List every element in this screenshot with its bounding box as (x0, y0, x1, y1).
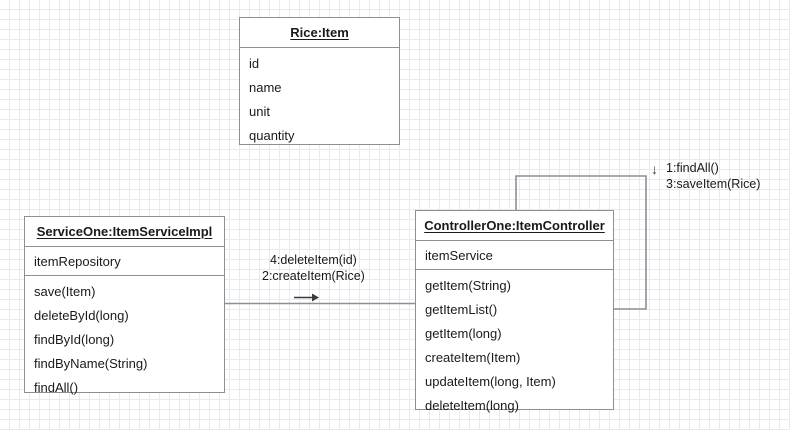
attribute-row: itemService (425, 247, 493, 263)
attribute-compartment-rice: id name unit quantity (240, 48, 399, 147)
class-box-controller-one[interactable]: ControllerOne:ItemController itemService… (415, 210, 614, 413)
operation-row: findById(long) (34, 331, 115, 347)
operation-row: createItem(Item) (425, 349, 521, 365)
operation-row: findAll() (34, 379, 79, 395)
attribute-row: unit (249, 103, 270, 119)
attribute-compartment-service: itemRepository (25, 247, 224, 276)
class-box-rice-item[interactable]: Rice:Item id name unit quantity (239, 17, 400, 145)
attribute-row: id (249, 55, 260, 71)
operation-row: deleteItem(long) (425, 397, 519, 413)
message-label-controller-self-loop: 1:findAll() 3:saveItem(Rice) (666, 160, 760, 192)
message-label-line: 2:createItem(Rice) (262, 269, 365, 283)
message-label-service-to-controller: 4:deleteItem(id) 2:createItem(Rice) (262, 252, 365, 284)
operation-row: getItemList() (425, 301, 498, 317)
attribute-row: name (249, 79, 282, 95)
attribute-row: itemRepository (34, 253, 121, 269)
operation-row: findByName(String) (34, 355, 148, 371)
message-label-line: 1:findAll() (666, 161, 719, 175)
message-label-line: 4:deleteItem(id) (269, 253, 357, 267)
operation-compartment-controller: getItem(String) getItemList() getItem(lo… (416, 270, 613, 417)
arrow-down-icon: ↓ (651, 161, 658, 177)
operation-row: updateItem(long, Item) (425, 373, 556, 389)
message-label-line: 3:saveItem(Rice) (666, 177, 761, 191)
operation-row: save(Item) (34, 283, 96, 299)
operation-compartment-service: save(Item) deleteById(long) findById(lon… (25, 276, 224, 399)
class-box-service-one[interactable]: ServiceOne:ItemServiceImpl itemRepositor… (24, 216, 225, 395)
attribute-compartment-controller: itemService (416, 241, 613, 270)
operation-row: getItem(String) (425, 277, 511, 293)
class-header-rice-item: Rice:Item (240, 18, 399, 48)
attribute-row: quantity (249, 127, 295, 143)
class-header-service-one: ServiceOne:ItemServiceImpl (25, 217, 224, 247)
arrow-right-icon (294, 293, 319, 302)
operation-row: deleteById(long) (34, 307, 129, 323)
class-header-controller-one: ControllerOne:ItemController (416, 211, 613, 241)
operation-row: getItem(long) (425, 325, 502, 341)
